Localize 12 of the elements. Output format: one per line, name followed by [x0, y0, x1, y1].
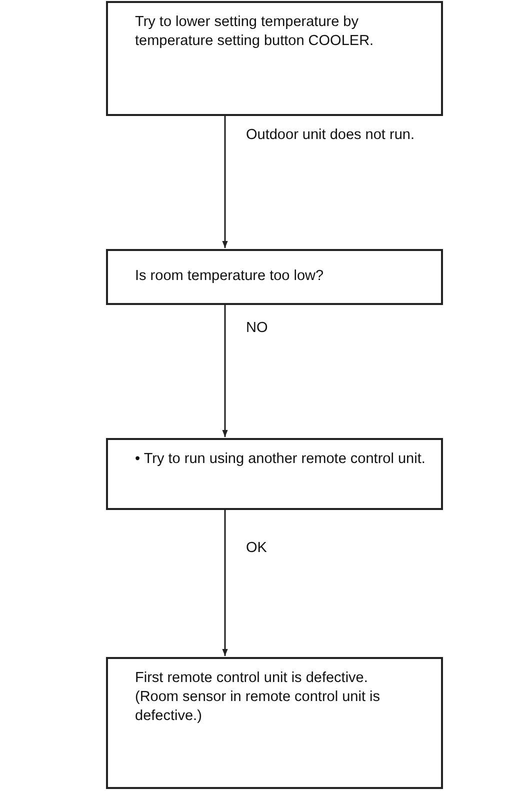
process-box: [106, 657, 443, 789]
box-text: Try to lower setting temperature by temperature setting button COOLER.: [135, 13, 375, 51]
box-text: (Room sensor in remote control unit is defective.): [135, 688, 381, 726]
decision-box: [106, 249, 443, 305]
arrow: [222, 116, 228, 248]
arrow: [222, 510, 228, 656]
box-text: • Try to run using another remote control unit.: [135, 450, 426, 469]
process-box: [106, 1, 443, 116]
box-text: Is room temperature too low?: [135, 267, 325, 286]
arrow: [222, 305, 228, 437]
box-text: First remote control unit is defective.: [135, 669, 369, 688]
process-box: [106, 438, 443, 510]
